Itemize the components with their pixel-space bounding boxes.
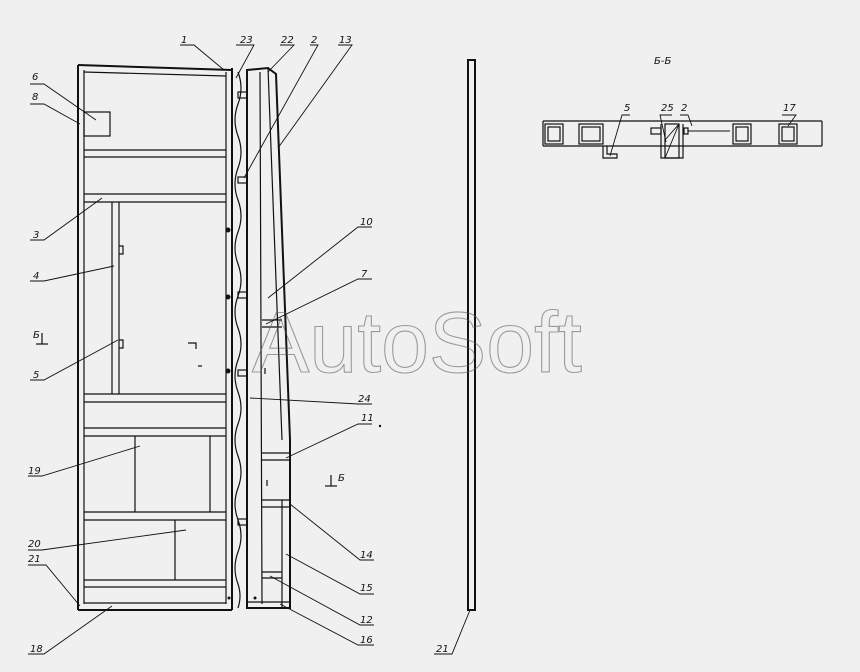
svg-text:1: 1 [181,35,187,46]
svg-text:5: 5 [33,370,39,381]
callouts-section: 5 25 2 17 [609,103,797,157]
hinge-column [225,70,248,610]
callout-2: 2 [243,35,319,179]
svg-text:Б: Б [338,473,345,484]
svg-text:4: 4 [33,271,39,282]
callout-s-25: 25 [659,103,674,143]
svg-text:10: 10 [360,217,373,228]
callout-21-left: 21 [28,554,81,607]
callout-13: 13 [277,35,353,149]
svg-text:2: 2 [311,35,317,46]
svg-text:20: 20 [28,539,41,550]
callout-s-2: 2 [680,103,693,127]
svg-text:21: 21 [28,554,41,565]
svg-text:7: 7 [361,269,368,280]
callout-21-rail: 21 [434,609,471,655]
watermark-text: AutoSoft [252,295,582,391]
callout-14: 14 [289,503,374,561]
right-door [246,66,382,609]
section-mark-right: Б [325,473,345,487]
svg-text:12: 12 [360,615,373,626]
callout-22: 22 [267,35,296,73]
svg-text:17: 17 [783,103,796,114]
svg-text:24: 24 [358,394,371,405]
callout-16: 16 [279,603,374,646]
svg-text:13: 13 [339,35,352,46]
callout-8: 8 [30,92,81,125]
svg-text:22: 22 [281,35,294,46]
svg-text:16: 16 [360,635,373,646]
svg-text:8: 8 [32,92,38,103]
callout-10: 10 [267,217,373,299]
callouts-main: 1 23 22 2 13 6 8 [28,35,374,655]
svg-text:19: 19 [28,466,41,477]
section-title: Б-Б [654,56,671,67]
callout-1: 1 [180,35,225,71]
callout-s-5: 5 [609,103,630,157]
svg-text:6: 6 [32,72,38,83]
left-frame [77,64,233,611]
svg-text:14: 14 [360,550,373,561]
callout-12: 12 [269,575,374,626]
callout-23: 23 [235,35,255,79]
svg-text:21: 21 [436,644,449,655]
section-view [542,120,823,159]
side-rail [467,59,476,611]
svg-text:3: 3 [33,230,39,241]
callout-5: 5 [30,339,119,381]
svg-text:Б: Б [33,330,40,341]
callout-20: 20 [28,529,187,551]
svg-text:11: 11 [361,413,374,424]
svg-text:18: 18 [30,644,43,655]
callout-3: 3 [30,197,103,241]
svg-text:2: 2 [681,103,687,114]
callout-19: 19 [28,445,141,477]
callout-15: 15 [285,553,374,595]
svg-text:15: 15 [360,583,373,594]
callout-24: 24 [249,394,372,405]
callout-4: 4 [30,265,115,282]
svg-text:5: 5 [624,103,630,114]
svg-text:25: 25 [661,103,674,114]
svg-text:23: 23 [240,35,253,46]
callout-18: 18 [28,605,113,655]
callout-6: 6 [30,72,97,121]
callout-11: 11 [285,413,374,459]
callout-7: 7 [265,269,372,325]
callout-s-17: 17 [782,103,797,127]
section-mark-left: Б [33,330,48,345]
